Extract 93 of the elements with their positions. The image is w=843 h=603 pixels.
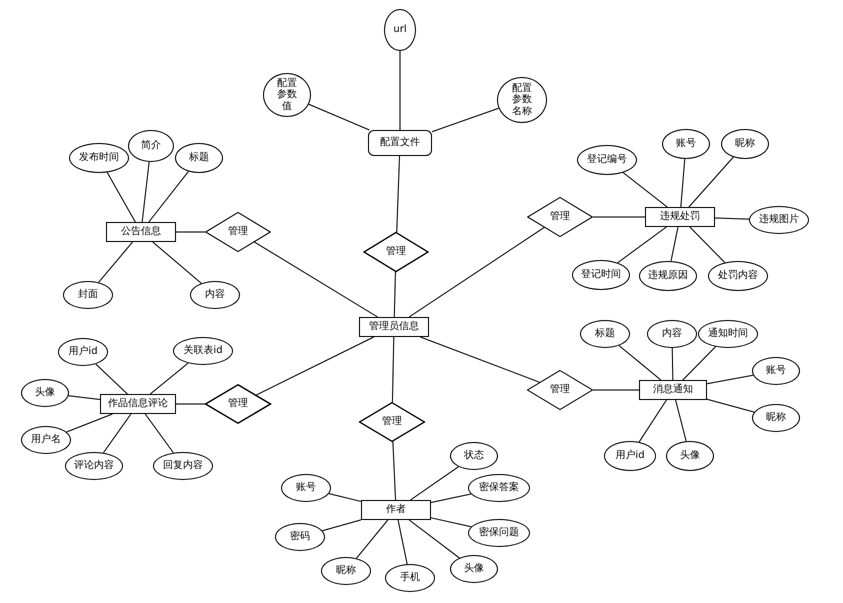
entity-box: 消息通知	[639, 380, 707, 400]
attribute-ellipse: 头像	[450, 555, 498, 583]
connector-line	[95, 364, 128, 394]
attribute-ellipse: 头像	[666, 441, 714, 471]
relationship-diamond: 管理	[205, 384, 271, 424]
attribute-ellipse: 回复内容	[153, 452, 213, 480]
attribute-ellipse: 标题	[580, 320, 630, 348]
connector-line	[706, 398, 755, 413]
attribute-ellipse: 状态	[450, 442, 498, 470]
connector-line	[148, 170, 189, 222]
connector-line	[638, 400, 667, 442]
connector-line	[106, 172, 136, 222]
attribute-ellipse: 账号	[752, 357, 800, 385]
connector-line	[672, 348, 674, 380]
attribute-ellipse: 配置参数名称	[497, 77, 547, 123]
entity-box: 公告信息	[106, 222, 176, 242]
entity-box: 管理员信息	[359, 317, 429, 337]
connector-line	[398, 520, 408, 565]
attribute-ellipse: 密保问题	[468, 519, 530, 547]
connector-line	[592, 216, 646, 218]
attribute-ellipse: 用户名	[21, 426, 71, 454]
connector-line	[688, 156, 734, 208]
connector-line	[142, 161, 150, 222]
connector-line	[410, 466, 460, 500]
attribute-ellipse: 手机	[385, 564, 435, 592]
connector-line	[356, 520, 388, 559]
connector-line	[308, 104, 370, 130]
connector-line	[98, 242, 134, 283]
connector-line	[322, 519, 362, 532]
entity-box: 违规处罚	[645, 207, 715, 227]
connector-line	[392, 336, 394, 403]
connector-line	[66, 414, 113, 432]
connector-line	[68, 395, 100, 400]
attribute-ellipse: 用户id	[604, 441, 656, 471]
relationship-diamond: 管理	[527, 197, 593, 237]
attribute-ellipse: 发布时间	[69, 143, 129, 173]
connector-line	[689, 226, 726, 264]
attribute-ellipse: 用户id	[58, 338, 108, 366]
connector-line	[328, 493, 362, 502]
entity-box: 作品信息评论	[100, 394, 176, 414]
attribute-ellipse: 封面	[63, 281, 113, 309]
connector-line	[150, 362, 189, 394]
attribute-ellipse: 登记时间	[572, 260, 630, 290]
attribute-ellipse: 昵称	[752, 404, 800, 432]
connector-line	[622, 172, 668, 208]
attribute-ellipse: 账号	[281, 474, 331, 502]
connector-line	[102, 414, 132, 454]
connector-line	[152, 242, 202, 284]
attribute-ellipse: 头像	[21, 379, 69, 407]
relationship-diamond: 管理	[359, 402, 425, 442]
attribute-ellipse: url	[384, 9, 416, 51]
attribute-ellipse: 标题	[175, 143, 223, 173]
connector-line	[430, 493, 472, 504]
attribute-ellipse: 违规图片	[749, 206, 809, 234]
relationship-diamond: 管理	[527, 370, 593, 410]
connector-line	[617, 226, 667, 264]
attribute-ellipse: 评论内容	[65, 452, 123, 480]
attribute-ellipse: 密保答案	[468, 474, 530, 502]
attribute-ellipse: 违规原因	[639, 261, 697, 291]
connector-line	[618, 345, 662, 380]
entity-box: 作者	[361, 500, 431, 520]
attribute-ellipse: 通知时间	[698, 320, 758, 348]
attribute-ellipse: 处罚内容	[708, 261, 768, 291]
attribute-ellipse: 内容	[190, 281, 240, 309]
connector-line	[394, 271, 396, 318]
connector-line	[144, 414, 174, 454]
entity-box: 配置文件	[368, 130, 432, 156]
connector-line	[682, 346, 716, 380]
connector-line	[420, 336, 540, 383]
attribute-ellipse: 关联表id	[173, 337, 233, 365]
attribute-ellipse: 账号	[662, 129, 710, 159]
connector-line	[675, 400, 687, 442]
connector-line	[670, 226, 678, 262]
attribute-ellipse: 内容	[647, 320, 697, 348]
connector-line	[430, 517, 472, 528]
connector-line	[254, 242, 378, 318]
attribute-ellipse: 配置参数值	[263, 73, 311, 117]
relationship-diamond: 管理	[363, 232, 429, 272]
attribute-ellipse: 昵称	[321, 557, 371, 585]
attribute-ellipse: 昵称	[721, 129, 769, 159]
connector-line	[408, 520, 460, 558]
connector-line	[408, 226, 545, 318]
connector-line	[706, 374, 754, 384]
connector-line	[714, 218, 750, 220]
connector-line	[432, 108, 500, 132]
connector-line	[396, 156, 400, 233]
connector-line	[256, 336, 374, 396]
relationship-diamond: 管理	[205, 212, 271, 252]
connector-line	[680, 158, 686, 208]
connector-line	[392, 440, 396, 500]
attribute-ellipse: 密码	[275, 523, 325, 551]
attribute-ellipse: 登记编号	[577, 145, 637, 175]
attribute-ellipse: 简介	[128, 130, 174, 162]
